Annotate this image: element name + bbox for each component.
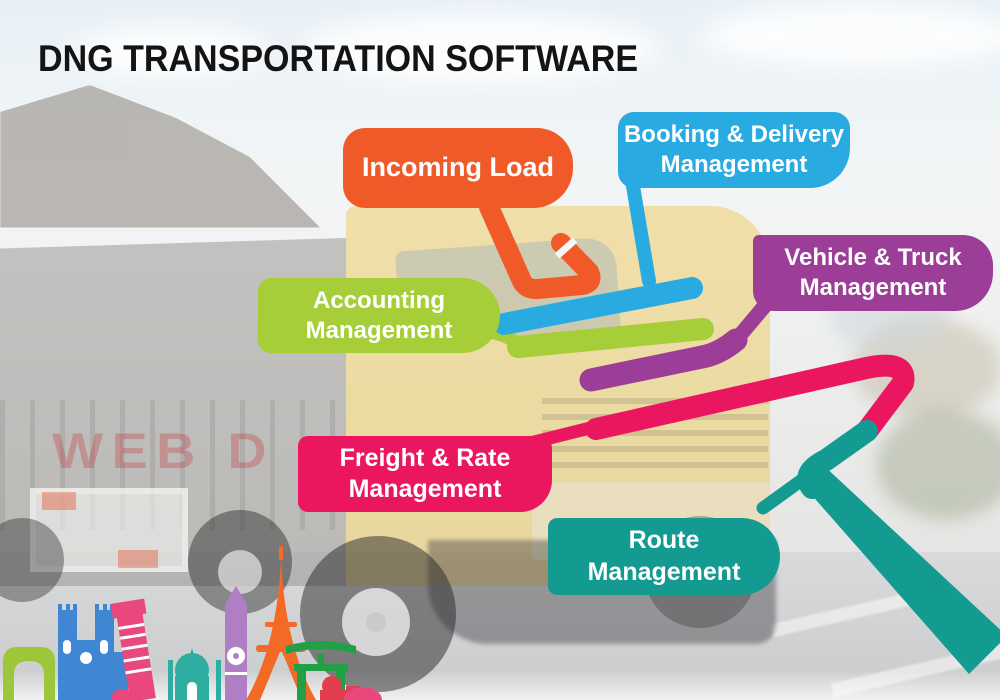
truck-grill <box>542 398 768 478</box>
callout-route-line2: Management <box>587 557 741 586</box>
callout-accounting: Accounting Management <box>258 278 500 353</box>
callout-vehicle-line2: Management <box>799 274 947 301</box>
trailer-side-guard <box>30 488 188 572</box>
callout-freight-line1: Freight & Rate <box>339 443 511 472</box>
callout-accounting-line1: Accounting <box>313 286 445 314</box>
callout-route-line1: Route <box>628 526 700 555</box>
callout-freight-line2: Management <box>348 475 502 503</box>
cloud-shape <box>300 14 660 84</box>
callout-incoming-load: Incoming Load <box>343 128 573 208</box>
cloud-shape <box>70 26 270 78</box>
callout-accounting-line2: Management <box>305 316 453 344</box>
guard-stripe <box>118 550 158 568</box>
callout-incoming-load-label: Incoming Load <box>362 152 554 183</box>
cloud-shape <box>700 4 1000 68</box>
callout-booking-delivery: Booking & Delivery Management <box>618 112 850 188</box>
guard-stripe <box>42 492 76 510</box>
callout-freight-rate: Freight & Rate Management <box>298 436 552 512</box>
callout-booking-line2: Management <box>660 151 808 178</box>
callout-route: Route Management <box>548 518 780 595</box>
photo-watermark-text: WEB D <box>52 423 276 479</box>
callout-vehicle-line1: Vehicle & Truck <box>784 244 962 271</box>
page-title: DNG TRANSPORTATION SOFTWARE <box>38 38 639 79</box>
callout-vehicle-truck: Vehicle & Truck Management <box>753 235 993 311</box>
callout-booking-line1: Booking & Delivery <box>623 121 845 148</box>
